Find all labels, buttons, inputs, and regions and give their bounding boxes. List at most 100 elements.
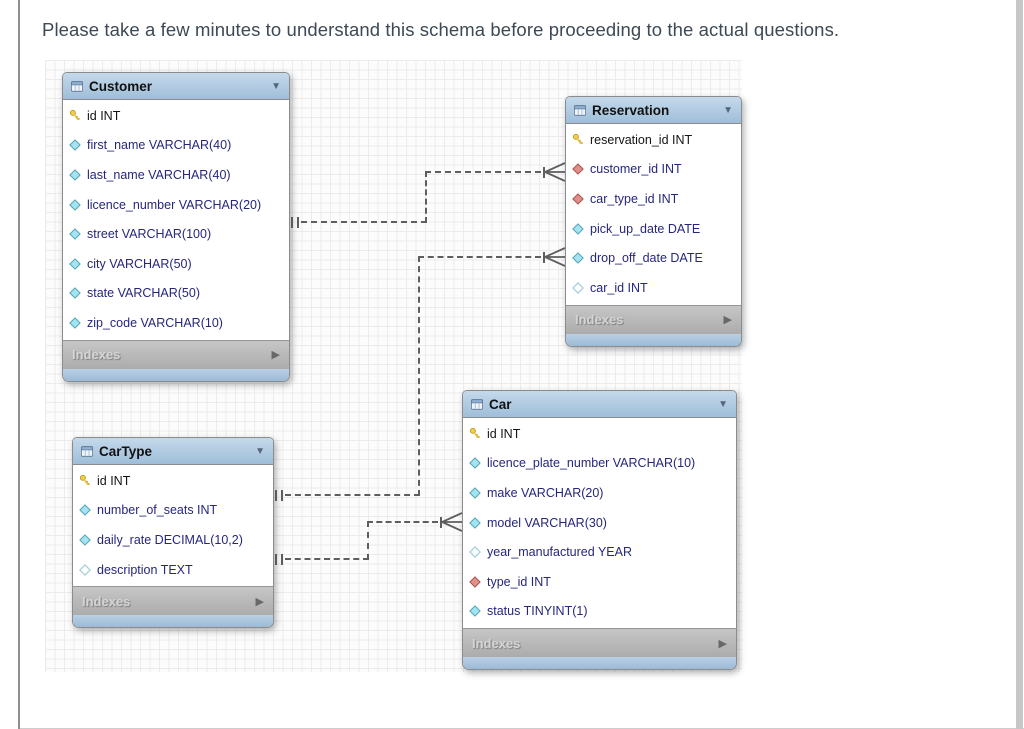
field-label: status TINYINT(1) [487, 604, 588, 619]
crow-foot-many-marker [544, 161, 566, 188]
attribute-nullable-icon [469, 546, 481, 559]
field-label: state VARCHAR(50) [87, 286, 200, 301]
field-label: number_of_seats INT [97, 503, 218, 518]
field-row: last_name VARCHAR(40) [63, 160, 289, 190]
attribute-icon [469, 516, 481, 529]
field-label: id INT [487, 426, 521, 441]
scrollbar[interactable] [1016, 0, 1023, 729]
primary-key-icon [469, 428, 481, 440]
table-icon [574, 104, 586, 116]
table-title: CarType [99, 443, 153, 459]
field-list: reservation_id INT customer_id INT car_t… [566, 124, 741, 305]
field-label: id INT [97, 473, 131, 488]
attribute-icon [469, 605, 481, 618]
attribute-icon [572, 222, 584, 235]
primary-key-icon [79, 475, 91, 487]
field-row: street VARCHAR(100) [63, 219, 289, 249]
field-label: city VARCHAR(50) [87, 256, 192, 271]
field-row: make VARCHAR(20) [463, 478, 736, 508]
chevron-down-icon: ▼ [723, 104, 733, 116]
field-row: id INT [463, 419, 736, 449]
table-header: CarType ▼ [73, 438, 273, 465]
expand-arrow-icon: ▶ [271, 349, 280, 362]
attribute-icon [69, 169, 81, 181]
cardinality-one-tick [291, 216, 293, 228]
relationship-line-segment [425, 171, 541, 173]
table-header: Car ▼ [463, 391, 736, 418]
attribute-nullable-icon [572, 281, 584, 294]
field-label: car_id INT [590, 280, 648, 295]
table-icon [71, 80, 83, 92]
attribute-icon [572, 252, 584, 264]
chevron-down-icon: ▼ [255, 445, 265, 457]
field-row: id INT [73, 466, 273, 496]
attribute-icon [79, 504, 91, 517]
entity-table-cartype: CarType ▼ id INT number_of_seats INT dai… [72, 437, 274, 629]
entity-table-reservation: Reservation ▼ reservation_id INT custome… [565, 96, 742, 347]
relationship-line-segment [367, 521, 369, 560]
chevron-down-icon: ▼ [271, 80, 281, 92]
cardinality-one-tick [543, 166, 545, 178]
expand-arrow-icon: ▶ [255, 595, 264, 608]
field-row: licence_number VARCHAR(20) [63, 190, 289, 220]
field-label: licence_plate_number VARCHAR(10) [487, 456, 696, 471]
cardinality-one-tick [440, 516, 442, 528]
relationship-line-segment [418, 256, 541, 258]
attribute-icon [69, 139, 81, 152]
attribute-icon [469, 487, 481, 499]
foreign-key-icon [469, 575, 481, 588]
field-row: description TEXT [73, 555, 273, 585]
field-label: type_id INT [487, 574, 551, 589]
field-row: pick_up_date DATE [566, 214, 741, 244]
cardinality-one-tick [297, 216, 299, 228]
indexes-bar: Indexes ▶ [73, 586, 273, 616]
field-label: customer_id INT [590, 162, 682, 177]
field-label: car_type_id INT [590, 191, 679, 206]
attribute-nullable-icon [79, 563, 91, 576]
field-label: pick_up_date DATE [590, 221, 701, 236]
field-row: car_id INT [566, 273, 741, 303]
table-footer [63, 368, 289, 381]
attribute-icon [69, 317, 81, 329]
indexes-bar: Indexes ▶ [566, 304, 741, 334]
chevron-down-icon: ▼ [718, 398, 728, 410]
field-row: city VARCHAR(50) [63, 249, 289, 279]
field-list: id INT first_name VARCHAR(40) last_name … [63, 100, 289, 340]
field-row: reservation_id INT [566, 125, 741, 155]
page-left-border [18, 0, 20, 729]
table-icon [471, 398, 483, 410]
table-title: Customer [89, 78, 153, 94]
attribute-icon [69, 287, 81, 300]
expand-arrow-icon: ▶ [718, 637, 727, 650]
instruction-text: Please take a few minutes to understand … [42, 19, 840, 40]
field-row: zip_code VARCHAR(10) [63, 308, 289, 338]
relationship-line-segment [285, 494, 420, 496]
field-label: licence_number VARCHAR(20) [87, 197, 262, 212]
indexes-bar: Indexes ▶ [463, 628, 736, 658]
table-footer [73, 615, 273, 628]
indexes-bar: Indexes ▶ [63, 339, 289, 369]
cardinality-one-tick [275, 553, 277, 565]
crow-foot-many-marker [544, 246, 566, 273]
table-header: Reservation ▼ [566, 97, 741, 124]
field-label: year_manufactured YEAR [487, 545, 632, 560]
indexes-label: Indexes [472, 635, 521, 651]
attribute-icon [469, 457, 481, 470]
field-row: id INT [63, 101, 289, 131]
field-label: model VARCHAR(30) [487, 515, 607, 530]
field-row: type_id INT [463, 567, 736, 597]
indexes-label: Indexes [82, 593, 131, 609]
field-row: car_type_id INT [566, 184, 741, 214]
field-label: last_name VARCHAR(40) [87, 167, 231, 182]
field-list: id INT licence_plate_number VARCHAR(10) … [463, 418, 736, 628]
field-row: year_manufactured YEAR [463, 537, 736, 567]
foreign-key-icon [572, 163, 584, 176]
field-label: id INT [87, 108, 121, 123]
relationship-line-segment [301, 221, 427, 223]
crow-foot-many-marker [441, 511, 463, 538]
field-list: id INT number_of_seats INT daily_rate DE… [73, 465, 273, 586]
cardinality-one-tick [543, 251, 545, 263]
table-title: Reservation [592, 102, 670, 118]
field-label: reservation_id INT [590, 132, 693, 147]
